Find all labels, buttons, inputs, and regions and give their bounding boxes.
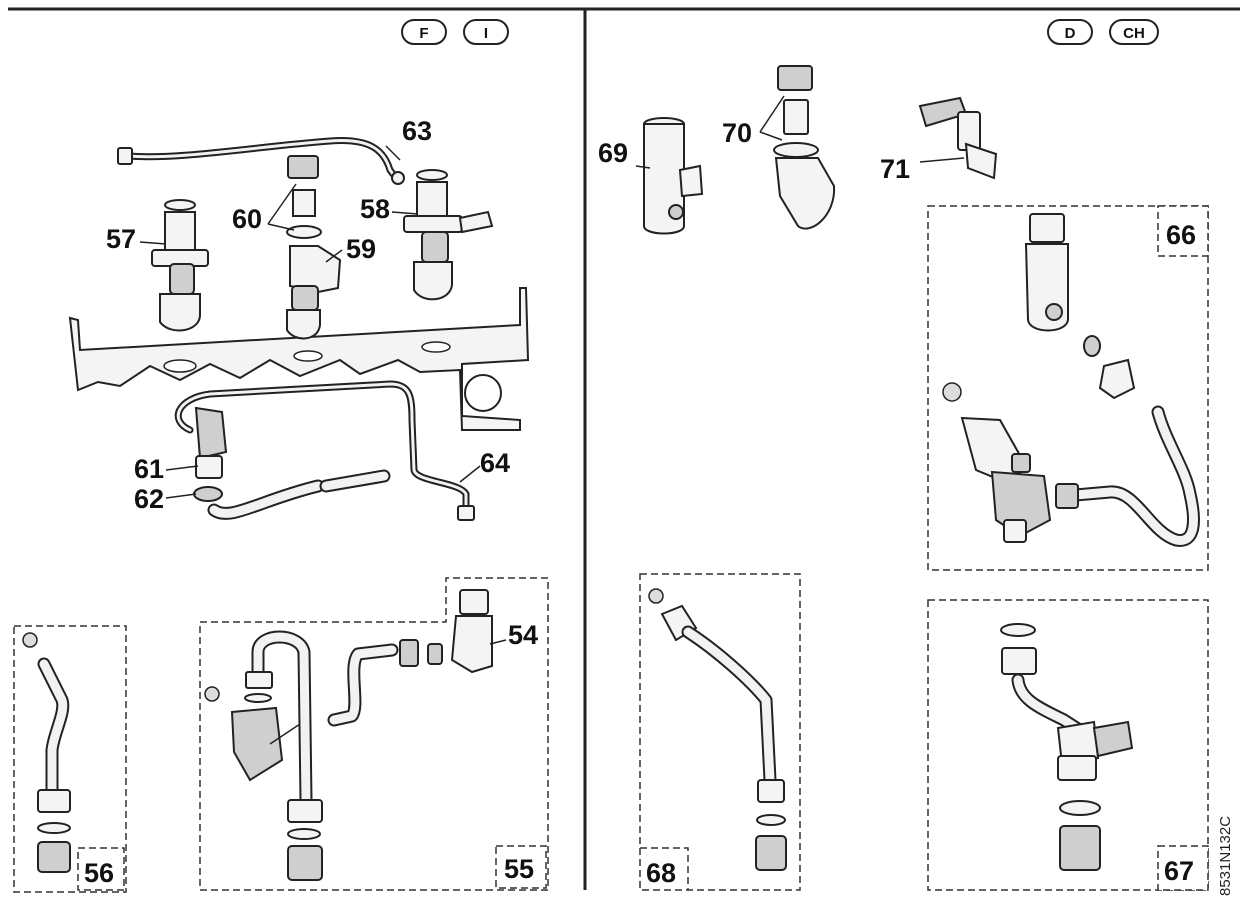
part-68-kit [639, 573, 801, 891]
part-69-fitting [643, 117, 704, 235]
callout-59: 59 [346, 234, 376, 264]
part-60-nut-ring [286, 155, 322, 239]
part-55-kit [199, 577, 549, 891]
svg-text:F: F [419, 25, 428, 42]
part-64-tube [174, 380, 475, 521]
part-70-nut-ring [773, 65, 836, 230]
mounting-bracket [68, 287, 530, 431]
svg-text:I: I [484, 25, 488, 42]
callout-60: 60 [232, 204, 262, 234]
callout-66: 66 [1166, 220, 1196, 250]
part-61-valve [194, 406, 228, 479]
part-62-ring [193, 486, 223, 502]
callout-58: 58 [360, 194, 390, 224]
callout-71: 71 [880, 154, 910, 184]
callout-56: 56 [84, 858, 114, 888]
callout-62: 62 [134, 484, 164, 514]
region-code-CH: CH [1109, 19, 1159, 45]
callout-69: 69 [598, 138, 628, 168]
callout-61: 61 [134, 454, 164, 484]
svg-text:D: D [1065, 25, 1076, 42]
region-code-I: I [463, 19, 509, 45]
region-code-D: D [1047, 19, 1093, 45]
part-56-kit [13, 625, 127, 893]
part-54-connector [399, 589, 493, 674]
callout-67: 67 [1164, 856, 1194, 886]
callout-55: 55 [504, 854, 534, 884]
part-57-valve [151, 199, 209, 332]
region-code-F: F [401, 19, 447, 45]
part-71-tap [918, 96, 998, 180]
callout-68: 68 [646, 858, 676, 888]
svg-text:CH: CH [1123, 25, 1145, 42]
callout-70: 70 [722, 118, 752, 148]
part-67-kit [927, 599, 1209, 891]
callout-63: 63 [402, 116, 432, 146]
callout-64: 64 [480, 448, 510, 478]
drain-hose [207, 469, 391, 520]
leader-lines [139, 95, 965, 745]
part-59-valve [286, 245, 342, 340]
callout-54: 54 [508, 620, 538, 650]
drawing-code: 8531N132C [1217, 816, 1234, 896]
part-66-kit [927, 205, 1209, 571]
part-63-pipe [117, 137, 405, 185]
part-58-valve [403, 169, 494, 301]
callout-57: 57 [106, 224, 136, 254]
